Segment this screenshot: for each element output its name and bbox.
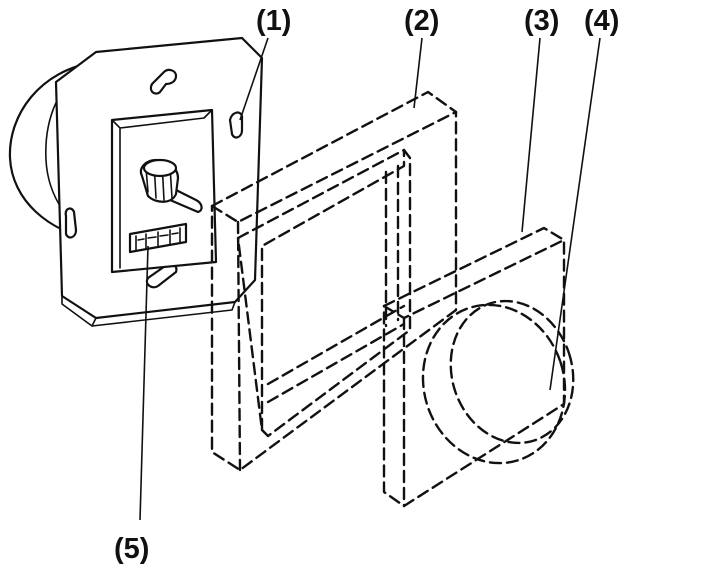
rotary-knob-rim	[421, 303, 567, 465]
callout-labels: (1) (2) (3) (4) (5)	[114, 5, 619, 565]
cover-frame-outer	[210, 90, 458, 472]
callout-2: (2)	[404, 5, 439, 37]
callout-4: (4)	[584, 5, 619, 37]
leader-line-2	[413, 37, 423, 109]
leader-line-5	[139, 245, 149, 521]
flush-mounted-insert	[8, 36, 264, 327]
insert-recess-inner	[111, 109, 213, 269]
rotary-knob-face	[449, 299, 575, 445]
leader-line-1	[239, 37, 269, 121]
callout-1: (1)	[256, 5, 291, 37]
callout-3: (3)	[524, 5, 559, 37]
cover-frame	[210, 90, 458, 472]
rotary-knob	[421, 299, 575, 465]
mounting-plate-edge	[61, 295, 236, 327]
leader-line-3	[521, 37, 541, 233]
extension-unit-connector	[128, 222, 188, 254]
leader-lines	[139, 37, 601, 521]
cover-frame-opening	[236, 148, 412, 438]
leader-line-4	[549, 37, 601, 391]
spindle	[139, 158, 203, 214]
callout-5: (5)	[114, 533, 149, 565]
